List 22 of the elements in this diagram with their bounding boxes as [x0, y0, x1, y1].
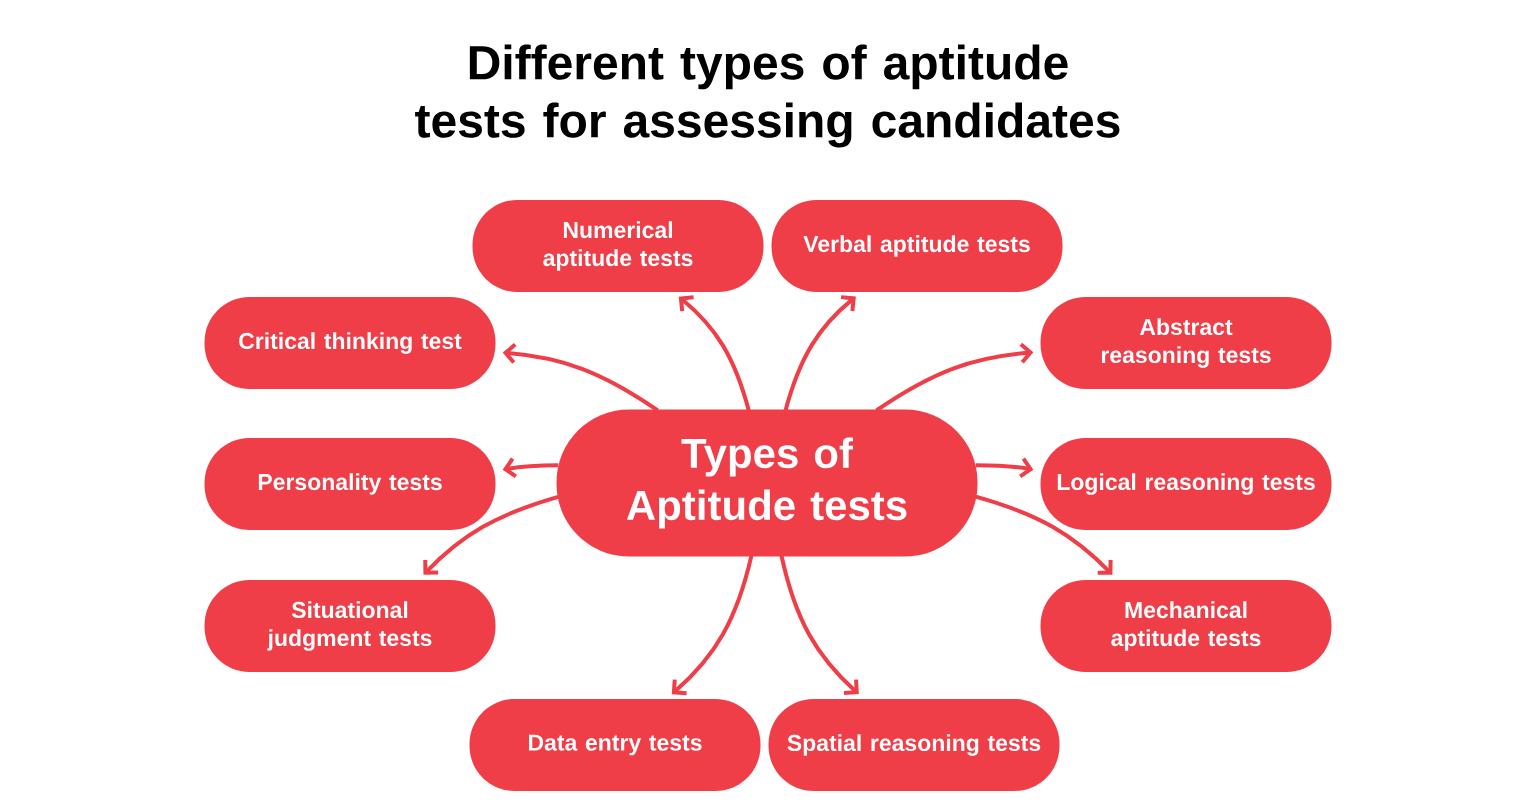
pill-box: Logical reasoning tests — [1040, 438, 1332, 530]
pill-box: Situational judgment tests — [204, 580, 496, 672]
arrow — [975, 457, 1034, 479]
arrow — [423, 495, 559, 575]
arrow — [671, 554, 754, 696]
arrow — [875, 342, 1034, 413]
title: Different types of aptitude tests for assessing candidates — [415, 44, 1120, 148]
pill-box: Spatial reasoning tests — [768, 699, 1060, 791]
arrow — [678, 295, 751, 412]
arrow — [975, 494, 1113, 575]
arrow — [779, 554, 859, 695]
arrow — [502, 457, 559, 479]
pill-box: Abstract reasoning tests — [1040, 297, 1332, 389]
pill-box: Data entry tests — [469, 699, 761, 791]
pill-box: Numerical aptitude tests — [472, 200, 764, 292]
pill-box: Personality tests — [204, 438, 496, 530]
pill-box: Verbal aptitude tests — [771, 200, 1063, 292]
central-pill-box: Types of Aptitude tests — [556, 409, 978, 557]
pill-box: Mechanical aptitude tests — [1040, 580, 1332, 672]
arrow — [783, 295, 856, 412]
pill-box: Critical thinking test — [204, 297, 496, 389]
arrow — [502, 343, 659, 413]
